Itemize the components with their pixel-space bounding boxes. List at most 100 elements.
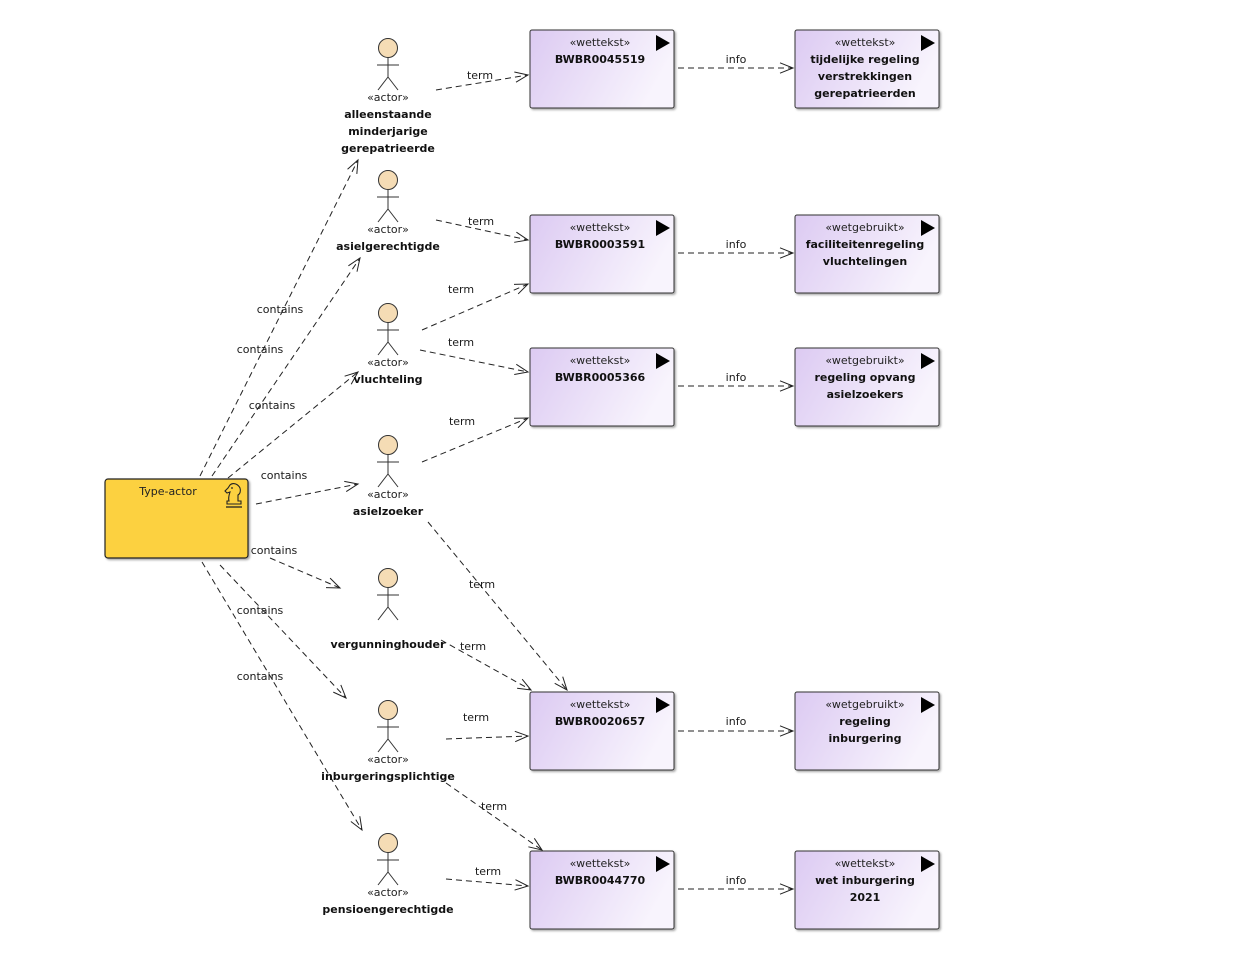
connector-line[interactable] [255,483,359,505]
arrowhead [513,283,530,295]
connector-line[interactable] [440,639,532,691]
document-stereotype: «wettekst» [835,857,896,870]
arrowhead [779,883,795,895]
actor-a5[interactable]: vergunninghouder [331,568,446,652]
document-stereotype: «wettekst» [570,857,631,870]
stick-figure-icon [377,38,399,91]
document-r1[interactable]: «wettekst»tijdelijke regelingverstrekkin… [794,29,940,109]
document-name: asielzoekers [827,388,904,401]
actor-name: vluchteling [353,373,422,386]
arrowhead [554,676,568,692]
connector-line[interactable] [445,878,529,887]
actor-stereotype: «actor» [367,886,409,899]
document-name: BWBR0045519 [555,53,645,66]
connector-line[interactable] [445,782,543,851]
document-d4[interactable]: «wettekst»BWBR0020657 [529,691,675,771]
type-actor-label: Type-actor [138,485,197,498]
document-stereotype: «wettekst» [570,36,631,49]
document-name: faciliteitenregeling [806,238,925,251]
document-name: BWBR0003591 [555,238,645,251]
document-r2[interactable]: «wetgebruikt»faciliteitenregelingvluchte… [794,214,940,294]
arrowhead [325,577,342,589]
actor-name: asielzoeker [353,505,424,518]
document-name: gerepatrieerden [814,87,915,100]
connector-labels: containscontainscontainscontainscontains… [237,53,747,887]
document-name: BWBR0044770 [555,874,646,887]
stick-figure-icon [377,435,399,488]
document-name: tijdelijke regeling [810,53,919,66]
connector-line[interactable] [201,561,363,831]
connector-label-contains: contains [257,303,304,316]
actor-name: gerepatrieerde [341,142,435,155]
document-stereotype: «wetgebruikt» [825,354,904,367]
connector-line[interactable] [199,159,359,477]
type-actor-box[interactable]: Type-actor [104,478,249,559]
actor-name: pensioengerechtigde [322,903,453,916]
connector-label-term: term [449,415,475,428]
connector-line[interactable] [435,74,529,91]
nodes: Type-actor «actor»alleenstaandeminderjari… [104,29,940,930]
actor-a6[interactable]: «actor»inburgeringsplichtige [321,700,455,784]
actor-name: inburgeringsplichtige [321,770,455,783]
play-triangle-icon [656,856,670,872]
actor-a7[interactable]: «actor» pensioengerechtigde [322,833,454,917]
connector-label-term: term [448,283,474,296]
actor-stereotype: «actor» [367,356,409,369]
document-d1[interactable]: «wettekst» BWBR0045519 [529,29,675,109]
connector-line[interactable] [219,564,347,699]
actor-a1[interactable]: «actor»alleenstaandeminderjarigegerepatr… [341,38,435,156]
connector-line[interactable] [435,219,529,241]
document-box [794,850,940,930]
connector-line[interactable] [421,283,529,331]
connector-line[interactable] [269,557,341,589]
actor-a3[interactable]: «actor» vluchteling [353,303,423,387]
actor-stereotype: «actor» [367,91,409,104]
play-triangle-icon [921,220,935,236]
arrowhead [514,879,530,891]
document-d5[interactable]: «wettekst» BWBR0044770 [529,850,675,930]
connector-line[interactable] [421,417,529,463]
play-triangle-icon [656,35,670,51]
arrowhead [779,247,795,259]
arrowhead [344,371,360,385]
document-box [794,691,940,771]
stick-figure-icon [377,170,399,223]
connector-line[interactable] [419,349,529,373]
connector-label-info: info [726,371,747,384]
connector-line[interactable] [445,735,529,740]
connector-label-term: term [481,800,507,813]
document-d2[interactable]: «wettekst» BWBR0003591 [529,214,675,294]
chess-knight-icon [224,483,242,508]
document-box [529,29,675,109]
stick-figure-icon [377,700,399,753]
arrowhead [350,816,363,832]
stick-figure-icon [377,833,399,886]
actor-a2[interactable]: «actor»asielgerechtigde [336,170,440,254]
document-name: vluchtelingen [823,255,907,268]
document-box [529,214,675,294]
document-box [529,347,675,427]
stick-figure-icon [377,303,399,356]
document-name: inburgering [829,732,902,745]
connector-label-info: info [726,715,747,728]
connector-line[interactable] [427,521,568,691]
arrowhead [779,62,795,74]
connector-line[interactable] [227,371,359,479]
connector-label-contains: contains [237,604,284,617]
connector-label-term: term [463,711,489,724]
document-stereotype: «wettekst» [835,36,896,49]
document-d3[interactable]: «wettekst»BWBR0005366 [529,347,675,427]
arrowhead [779,725,795,737]
document-stereotype: «wettekst» [570,221,631,234]
actor-a4[interactable]: «actor»asielzoeker [353,435,424,519]
connector-line[interactable] [211,257,361,477]
arrowhead [514,730,530,743]
document-box [794,214,940,294]
arrowhead [333,684,347,699]
connector-label-term: term [448,336,474,349]
connector-label-contains: contains [237,343,284,356]
